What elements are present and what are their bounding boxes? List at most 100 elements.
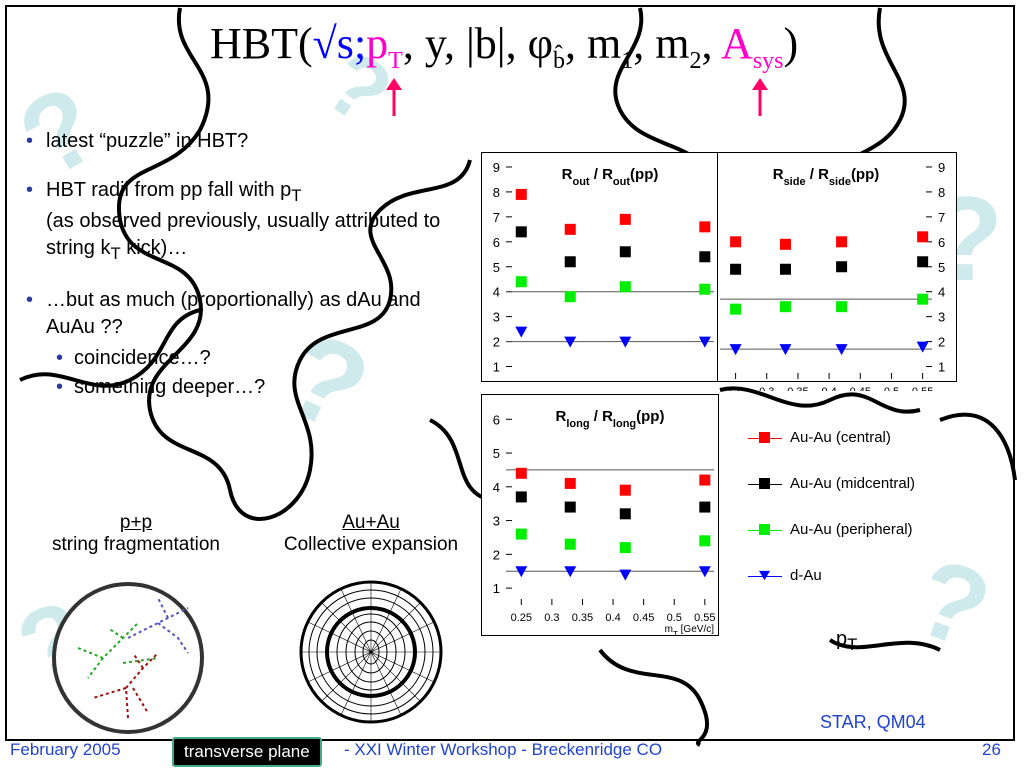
y-tick-label: 3 <box>493 310 500 325</box>
bullet-icon: • <box>56 376 64 398</box>
data-point-square <box>515 188 527 200</box>
y-tick-label: 3 <box>493 514 500 529</box>
data-point-square <box>515 491 527 503</box>
data-point-square <box>619 542 631 554</box>
bullet-icon: • <box>26 179 34 201</box>
x-axis-label-main: m <box>665 624 673 635</box>
x-tick-label: 0.25 <box>511 612 532 624</box>
data-point-triangle <box>619 569 632 581</box>
y-tick-label: 6 <box>938 235 945 250</box>
legend-square-marker <box>759 478 770 489</box>
data-point-square <box>730 263 742 275</box>
data-point-square <box>515 467 527 479</box>
y-tick-label: 1 <box>938 360 945 375</box>
chart-title-part: out <box>572 176 589 188</box>
data-point-square <box>515 276 527 288</box>
chart-panel-rside: Rside / Rside(pp)1234567890.250.30.350.4… <box>717 152 957 413</box>
auau-label: Au+Au Collective expansion <box>264 512 478 556</box>
chart-title-part: (pp) <box>630 166 658 183</box>
arrow-up-icon <box>752 78 768 116</box>
bullet-icon: • <box>56 347 64 369</box>
bullet-text: …but as much (proportionally) as dAu and… <box>46 289 421 338</box>
chart-title-part: / R <box>590 166 614 183</box>
chart-title: Rlong / Rlong(pp) <box>556 408 665 430</box>
chart-title-part: out <box>613 176 630 188</box>
data-point-square <box>836 236 848 248</box>
legend-label: Au-Au (midcentral) <box>790 475 916 492</box>
sub-bullet-text: coincidence…? <box>74 347 211 369</box>
x-axis-label-sub: T <box>673 630 678 636</box>
bullet-text: kick)… <box>120 236 188 259</box>
data-point-square <box>917 256 929 268</box>
chart-title-part: side <box>784 176 806 188</box>
credit-label: STAR, QM04 <box>820 712 926 732</box>
data-point-square <box>515 528 527 540</box>
title-a: A <box>721 19 753 68</box>
legend-item-dau: d-Au <box>742 562 972 608</box>
y-tick-label: 1 <box>493 581 500 596</box>
x-axis-label: mT [GeV/c] <box>665 624 715 635</box>
data-point-triangle <box>698 566 711 578</box>
y-tick-label: 5 <box>493 260 500 275</box>
chart-title-part: (pp) <box>636 408 664 425</box>
bullet-item: • …but as much (proportionally) as dAu a… <box>26 287 436 341</box>
transverse-plane-label: transverse plane <box>172 737 322 767</box>
title-comma: , <box>701 19 722 68</box>
chart-title-part: long <box>613 418 636 430</box>
sub-bullet-text: something deeper…? <box>74 376 266 398</box>
data-point-triangle <box>698 336 711 348</box>
bullet-text: latest “puzzle” in HBT? <box>46 130 249 152</box>
y-tick-label: 6 <box>493 235 500 250</box>
legend-label: Au-Au (central) <box>790 429 891 446</box>
data-point-square <box>699 251 711 263</box>
y-tick-label: 8 <box>938 185 945 200</box>
footer-page-number: 26 <box>982 740 1001 759</box>
slide-title: HBT(√s;pT, y, |b|, φb̂, m1, m2, Asys) <box>210 18 798 75</box>
data-point-square <box>699 283 711 295</box>
y-tick-label: 1 <box>493 360 500 375</box>
auau-title: Au+Au <box>342 512 400 533</box>
data-point-triangle <box>619 336 632 348</box>
title-rest: , y, |b|, φ <box>402 19 553 68</box>
y-tick-label: 2 <box>493 547 500 562</box>
bullet-text: HBT radii from pp fall with p <box>46 179 292 201</box>
bullet-sub: T <box>291 186 302 205</box>
title-semicolon: ; <box>353 19 367 68</box>
data-point-square <box>836 301 848 313</box>
data-point-triangle <box>515 326 528 338</box>
legend-square-marker <box>759 432 770 443</box>
data-point-square <box>779 301 791 313</box>
footer-date: February 2005 <box>10 740 121 759</box>
y-tick-label: 4 <box>938 285 945 300</box>
pt-text: p <box>836 628 848 650</box>
y-tick-label: 4 <box>493 285 500 300</box>
x-tick-label: 0.25 <box>725 386 746 391</box>
title-p-sub: T <box>388 47 403 74</box>
pt-sub: T <box>847 635 858 654</box>
legend-label: Au-Au (peripheral) <box>790 521 913 538</box>
x-tick-label: 0.45 <box>850 386 871 391</box>
title-m2-sub: 2 <box>689 47 702 74</box>
title-sqrt-s: √s <box>312 19 354 68</box>
auau-collective-expansion-diagram <box>299 580 443 724</box>
y-tick-label: 9 <box>493 160 500 175</box>
x-tick-label: 0.45 <box>633 612 654 624</box>
chart-title-part: R <box>556 408 567 425</box>
data-point-square <box>917 293 929 305</box>
chart-title: Rside / Rside(pp) <box>773 166 880 188</box>
chart-title-part: / R <box>590 408 614 425</box>
bullet-item: • HBT radii from pp fall with pT (as obs… <box>26 177 446 265</box>
chart-title-part: side <box>829 176 851 188</box>
pp-string-fragmentation-diagram <box>52 582 204 734</box>
chart-title: Rout / Rout(pp) <box>562 166 659 188</box>
title-m2: , m <box>633 19 690 68</box>
data-point-triangle <box>564 336 577 348</box>
chart-title-part: / R <box>806 166 830 183</box>
x-tick-label: 0.5 <box>884 386 899 391</box>
x-tick-label: 0.35 <box>787 386 808 391</box>
bullet-sub: T <box>110 243 121 263</box>
data-point-triangle <box>515 566 528 578</box>
